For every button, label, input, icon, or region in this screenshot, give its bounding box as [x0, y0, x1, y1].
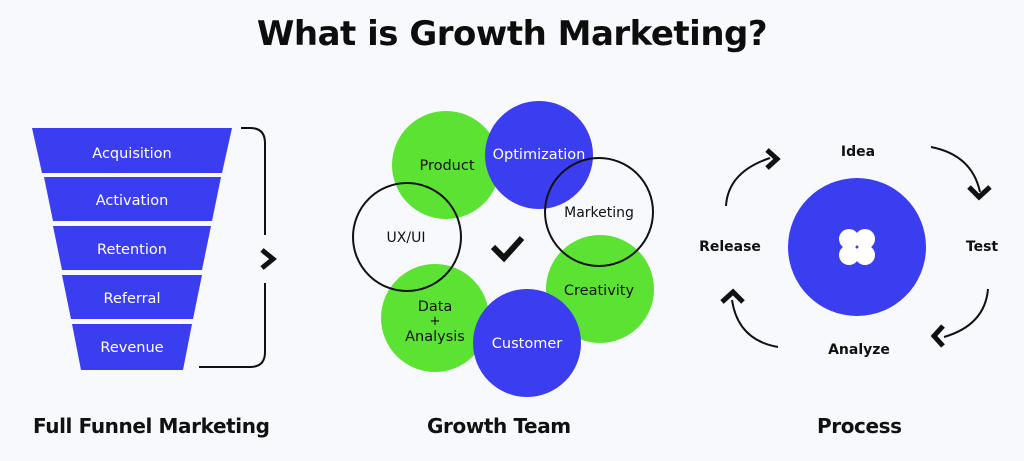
arc-release-idea: [725, 157, 771, 207]
circle-label: Creativity: [564, 283, 635, 299]
funnel: Acquisition Activation Retention Referra…: [32, 127, 277, 370]
arrow-right-icon: [765, 148, 781, 170]
circle-ux-ui: [352, 182, 462, 292]
step-analyze: Analyze: [828, 342, 890, 358]
circle-label: Optimization: [493, 147, 586, 163]
funnel-label: Retention: [97, 242, 167, 258]
checkmark-icon: [490, 235, 525, 263]
funnel-stage-activation: [44, 177, 221, 221]
circle-marketing: [544, 157, 654, 267]
funnel-stage-retention: [53, 226, 211, 270]
step-release: Release: [699, 239, 761, 255]
bracket-bottom: [199, 283, 266, 368]
arc-idea-test: [930, 146, 981, 193]
circle-label: Marketing: [564, 205, 634, 221]
process-center-circle: [788, 178, 926, 316]
circle-product: [392, 111, 500, 219]
step-idea: Idea: [841, 144, 875, 160]
circle-customer: [473, 289, 581, 397]
funnel-stage-revenue: [72, 324, 192, 370]
arrow-up-icon: [720, 288, 745, 304]
bracket-top: [241, 127, 266, 235]
step-test: Test: [966, 239, 999, 255]
funnel-stage-acquisition: [32, 128, 232, 173]
funnel-label: Acquisition: [92, 146, 171, 162]
funnel-label: Activation: [96, 193, 169, 209]
funnel-label: Referral: [104, 291, 161, 307]
chevron-right-icon: [260, 248, 277, 270]
circle-label: Analysis: [405, 329, 465, 345]
circle-label: +: [430, 314, 441, 329]
arc-test-analyze: [943, 288, 989, 338]
growth-team: Product Optimization Marketing Creativit…: [352, 101, 654, 397]
arrow-left-icon: [930, 324, 945, 348]
circle-label: Customer: [492, 336, 562, 352]
funnel-label: Revenue: [100, 340, 163, 356]
process-caption: Process: [817, 414, 902, 438]
arc-analyze-release: [731, 299, 779, 348]
circle-label: UX/UI: [387, 230, 426, 246]
team-caption: Growth Team: [427, 414, 571, 438]
arrow-down-icon: [967, 185, 992, 201]
circle-label: Data: [418, 299, 453, 315]
page-title: What is Growth Marketing?: [256, 14, 768, 54]
funnel-stage-referral: [62, 275, 202, 319]
funnel-caption: Full Funnel Marketing: [33, 414, 270, 438]
circle-optimization: [485, 101, 593, 209]
circle-label: Product: [419, 158, 474, 174]
clover-icon: [839, 229, 875, 265]
process-cycle: Idea Test Analyze Release: [699, 144, 998, 358]
